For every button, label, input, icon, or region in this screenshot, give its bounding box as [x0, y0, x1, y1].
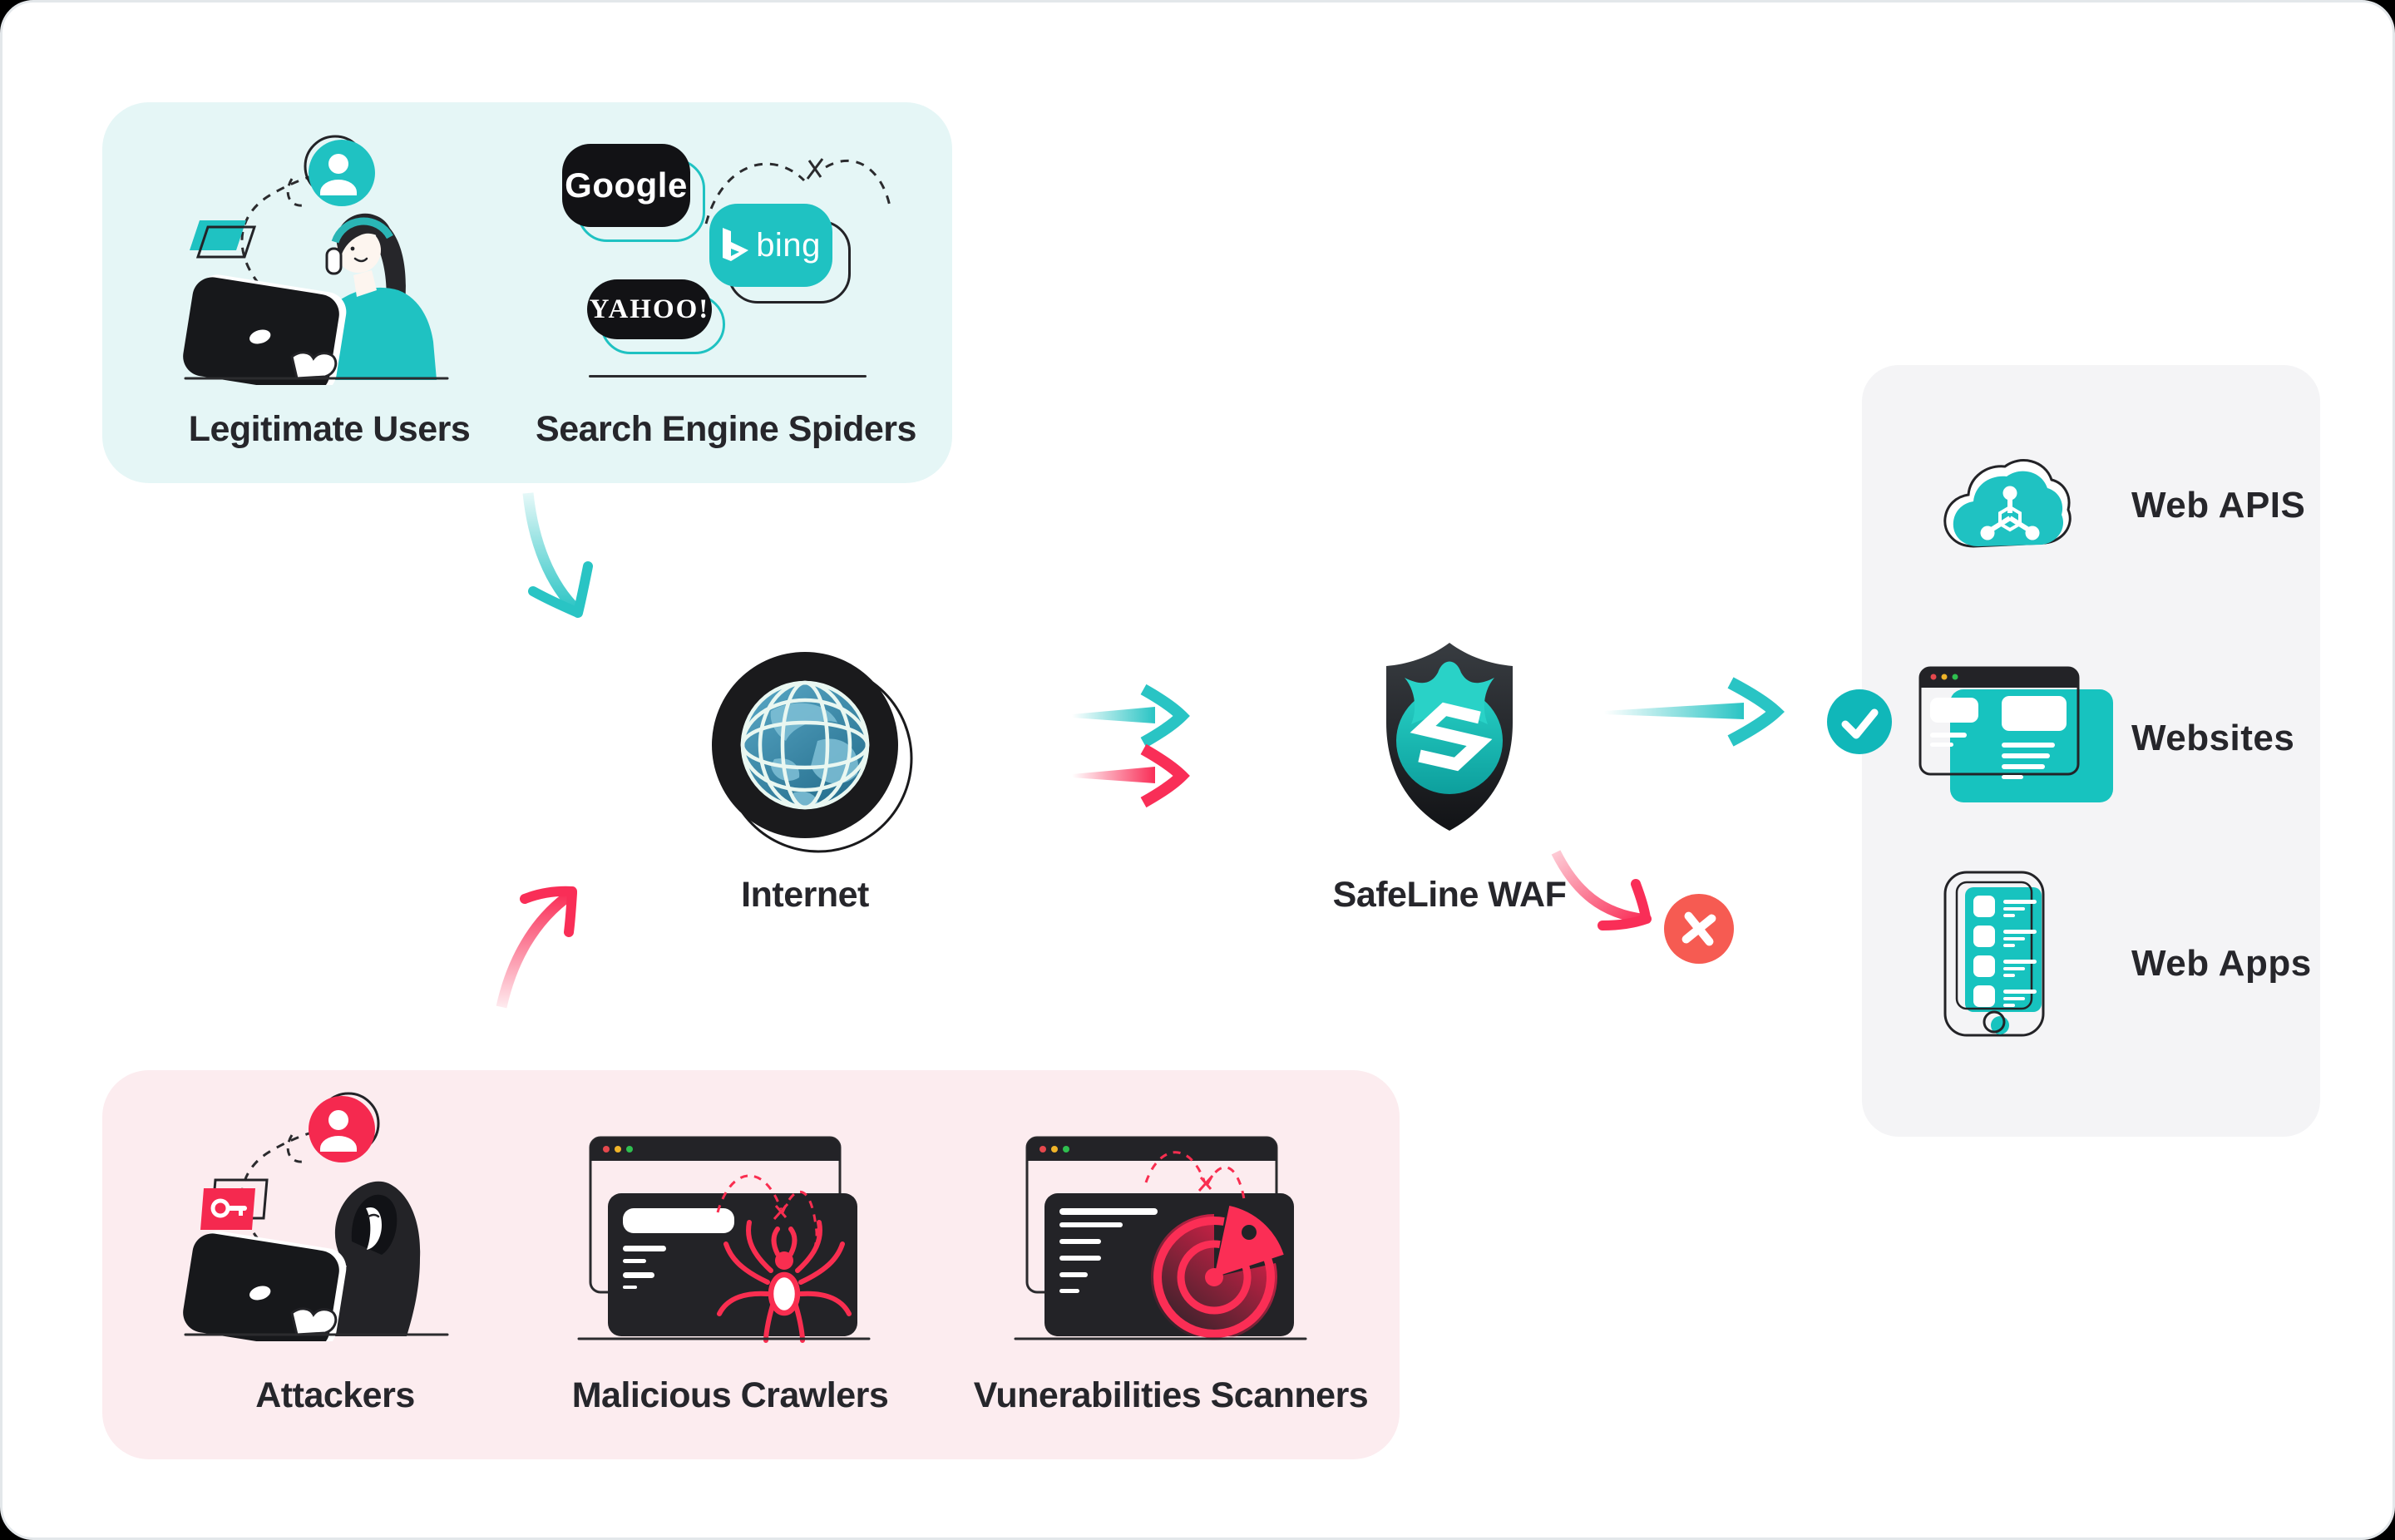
allowed-traffic-arrow	[1604, 677, 1785, 747]
web-apps-label: Web Apps	[2131, 943, 2312, 984]
radar-icon	[1150, 1206, 1284, 1340]
blocked-badge	[1664, 894, 1734, 964]
google-logo: Google	[562, 144, 690, 227]
shield-icon	[1386, 643, 1513, 831]
attack-traffic-arrow	[1072, 743, 1190, 808]
attackers-label: Attackers	[255, 1375, 415, 1415]
protected-targets-panel: Web APIS Websites	[1862, 365, 2320, 1137]
legitimate-user-illustration	[183, 135, 449, 385]
tablet-app-icon	[1943, 871, 2045, 1037]
bing-glyph-icon	[723, 228, 749, 261]
cloud-api-icon	[1943, 459, 2072, 548]
attack-to-internet-arrow	[496, 886, 577, 1009]
globe-icon	[712, 652, 913, 853]
search-spiders-label: Search Engine Spiders	[536, 409, 916, 449]
web-apis-label: Web APIS	[2131, 485, 2306, 526]
bing-logo-text: bing	[756, 226, 821, 264]
vulnerability-scanners-label: Vunerabilities Scanners	[973, 1375, 1369, 1415]
trusted-sources-panel: Google bing YAHOO! Legitimate Users Sear…	[102, 102, 952, 483]
trusted-to-internet-arrow	[522, 492, 593, 618]
browser-window-icon	[1918, 666, 2113, 802]
yahoo-logo: YAHOO!	[587, 279, 712, 339]
cross-icon	[1681, 911, 1716, 946]
ground-line	[589, 375, 867, 378]
spider-path-dashes	[704, 158, 892, 225]
vulnerability-scanner-illustration	[1014, 1136, 1307, 1340]
waf-label: SafeLine WAF	[1332, 875, 1567, 915]
allowed-badge	[1827, 689, 1892, 754]
bing-logo: bing	[709, 204, 832, 287]
attacker-illustration	[183, 1092, 449, 1341]
malicious-crawlers-label: Malicious Crawlers	[571, 1375, 889, 1415]
yahoo-logo-text: YAHOO!	[589, 294, 710, 324]
google-logo-text: Google	[565, 165, 688, 205]
clean-traffic-arrow	[1072, 684, 1190, 748]
malicious-crawler-illustration	[577, 1136, 871, 1343]
websites-label: Websites	[2131, 718, 2295, 758]
check-icon	[1841, 708, 1879, 739]
key-card-icon	[200, 1178, 269, 1230]
legitimate-users-label: Legitimate Users	[188, 409, 471, 449]
internet-label: Internet	[741, 875, 869, 915]
threat-sources-panel: Attackers Malicious Crawlers Vunerabilit…	[102, 1070, 1400, 1459]
blocked-traffic-arrow	[1551, 850, 1652, 930]
